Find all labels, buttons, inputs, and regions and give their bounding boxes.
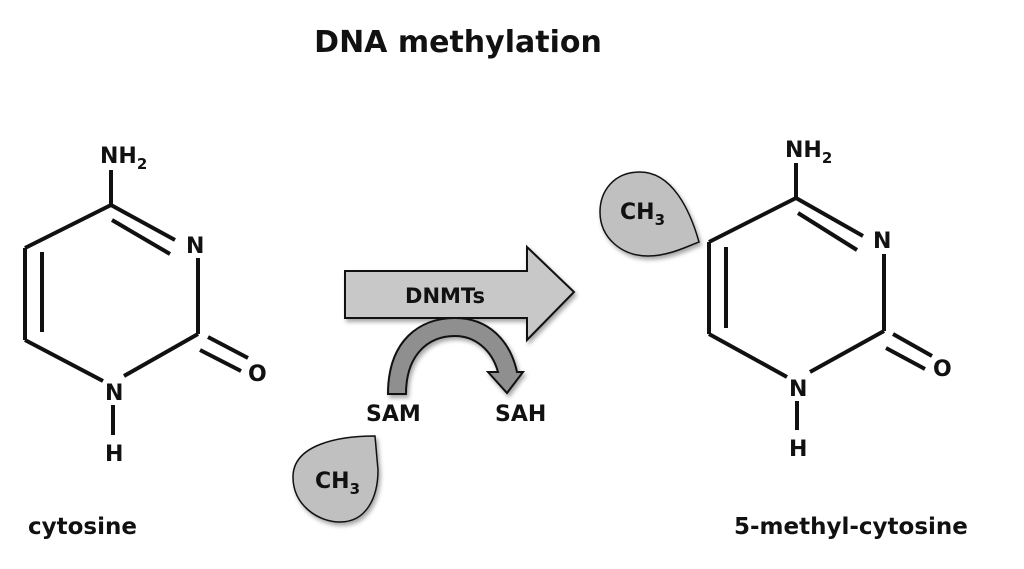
ring-bond-c6-n1 bbox=[24, 338, 104, 383]
methyl-drop-icon bbox=[292, 435, 379, 523]
methyl-cytosine-structure: NH2 N O N H bbox=[707, 138, 952, 462]
amine-label: NH2 bbox=[100, 144, 147, 173]
dnmts-arrow-shape bbox=[344, 244, 576, 343]
sam-sah-curve bbox=[386, 316, 526, 395]
enzyme-label: DNMTs bbox=[405, 284, 485, 308]
carbonyl-bond-2 bbox=[885, 346, 926, 371]
methyl-cytosine-caption: 5-methyl-cytosine bbox=[734, 514, 968, 540]
ring-bond-c4-n3 bbox=[795, 196, 864, 238]
ring-n3-label: N bbox=[873, 229, 891, 254]
oxygen-label: O bbox=[933, 357, 952, 382]
carbonyl-bond-1 bbox=[207, 335, 249, 360]
cytosine-caption: cytosine bbox=[28, 514, 137, 540]
ring-bond-c4-c5 bbox=[708, 196, 797, 244]
ring-bond-c2-n1 bbox=[809, 329, 885, 374]
ring-bond-c2-n1 bbox=[123, 332, 199, 378]
methyl-drop-left bbox=[292, 435, 379, 523]
methyl-drop-icon bbox=[599, 171, 700, 257]
ring-bond-c4-n3 bbox=[110, 203, 176, 242]
oxygen-label: O bbox=[248, 362, 267, 387]
carbonyl-bond-2 bbox=[199, 348, 242, 373]
diagram-title: DNA methylation bbox=[314, 25, 602, 60]
curved-arrow-shape bbox=[386, 316, 526, 395]
sam-label: SAM bbox=[366, 402, 421, 427]
methyl-drop-right bbox=[599, 171, 700, 257]
methyl-label-right: CH3 bbox=[620, 200, 665, 229]
reaction-arrow bbox=[344, 244, 576, 343]
amine-label: NH2 bbox=[785, 138, 832, 167]
ring-n1-label: N bbox=[789, 377, 807, 402]
sah-label: SAH bbox=[495, 402, 546, 427]
ring-n3-label: N bbox=[186, 234, 204, 259]
carbonyl-bond-1 bbox=[892, 332, 933, 358]
ring-bond-c6-n1 bbox=[708, 332, 788, 379]
cytosine-structure: NH2 N O N H bbox=[23, 144, 267, 467]
ring-n1-label: N bbox=[105, 381, 123, 406]
ring-double-bond-c4-n3 bbox=[796, 211, 859, 252]
ring-h-label: H bbox=[789, 437, 807, 462]
methyl-label-left: CH3 bbox=[315, 469, 360, 498]
ring-double-bond-c4-n3 bbox=[110, 218, 172, 256]
ring-bond-c4-c5 bbox=[24, 203, 112, 250]
ring-h-label: H bbox=[105, 442, 123, 467]
